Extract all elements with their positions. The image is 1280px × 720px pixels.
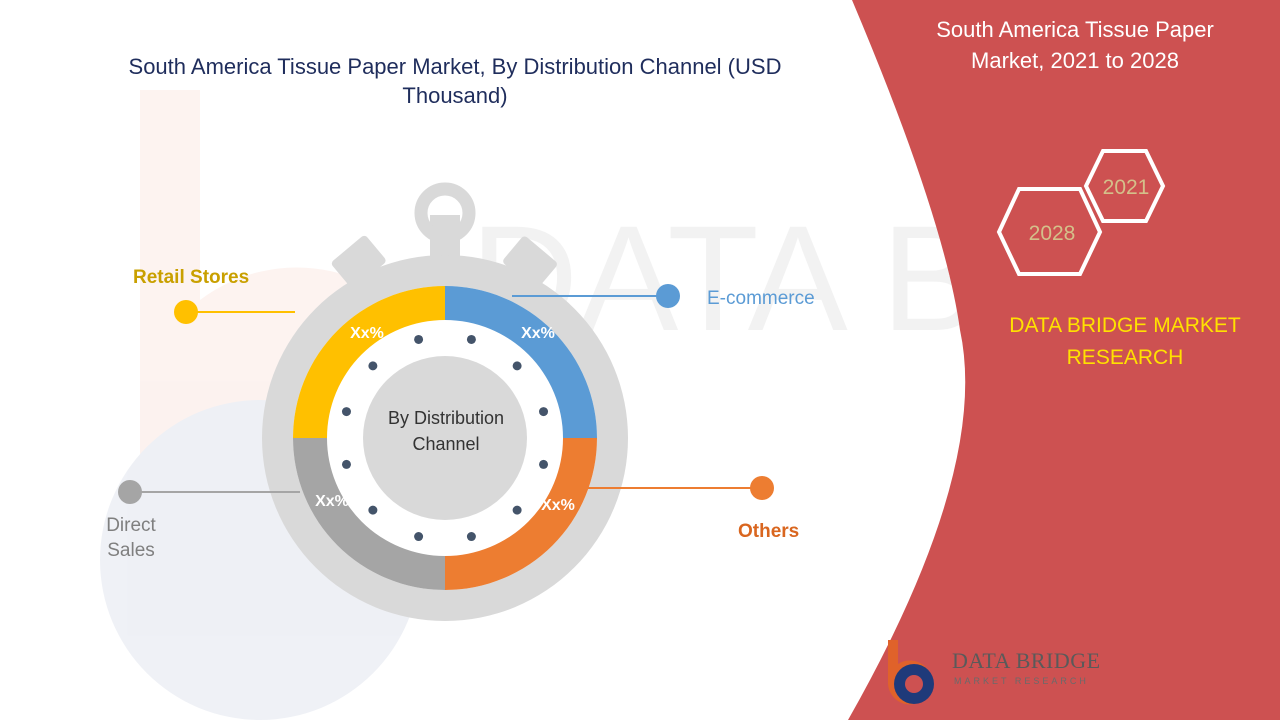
category-label-ecommerce: E-commerce: [707, 288, 815, 309]
category-label-others: Others: [738, 521, 800, 542]
donut-segment-e-commerce: [445, 286, 597, 438]
dial-dot: [539, 459, 549, 469]
donut-chart: [293, 286, 597, 590]
category-label-direct: Direct Sales: [106, 515, 156, 561]
logo-mark: [888, 640, 934, 705]
logo-tagline: MARKET RESEARCH: [954, 676, 1089, 686]
value-label-retail: Xx%: [350, 325, 384, 342]
value-label-others: Xx%: [541, 497, 575, 514]
side-panel: [848, 0, 1280, 720]
logo-name: DATA BRIDGE: [952, 648, 1101, 673]
callout-others: [585, 476, 774, 500]
value-label-ecommerce: Xx%: [521, 325, 555, 342]
dial-dot: [341, 407, 351, 417]
center-label: By Distribution Channel: [387, 408, 505, 454]
dial-dot: [414, 334, 424, 344]
brand-name: DATA BRIDGE MARKET RESEARCH: [1009, 314, 1241, 369]
value-label-direct: Xx%: [315, 493, 349, 510]
callout-direct: [118, 480, 300, 504]
chart-title: South America Tissue Paper Market, By Di…: [128, 54, 782, 108]
callout-retail: [174, 300, 295, 324]
category-label-retail: Retail Stores: [133, 267, 250, 288]
dial-dot: [414, 532, 424, 542]
callout-ecommerce: [512, 284, 680, 308]
hexagon-2021: [1083, 149, 1166, 223]
center-disk: [363, 356, 527, 520]
dial-dot: [341, 459, 351, 469]
side-panel-title: South America Tissue Paper Market, 2021 …: [936, 17, 1214, 73]
donut-segment-direct-sales: [293, 438, 445, 590]
dial-dot: [466, 532, 476, 542]
dial-dot: [512, 361, 522, 371]
inner-dots: [341, 334, 549, 542]
donut-segment-others: [445, 438, 597, 590]
hexagon-2028: [996, 187, 1103, 276]
donut-segment-retail-stores: [293, 286, 445, 438]
dial-dot: [368, 361, 378, 371]
year-2028: 2028: [1029, 222, 1076, 245]
dial-dot: [466, 334, 476, 344]
dial-dot: [368, 505, 378, 515]
dial-dot: [539, 407, 549, 417]
dial-dot: [512, 505, 522, 515]
year-2021: 2021: [1103, 176, 1150, 199]
